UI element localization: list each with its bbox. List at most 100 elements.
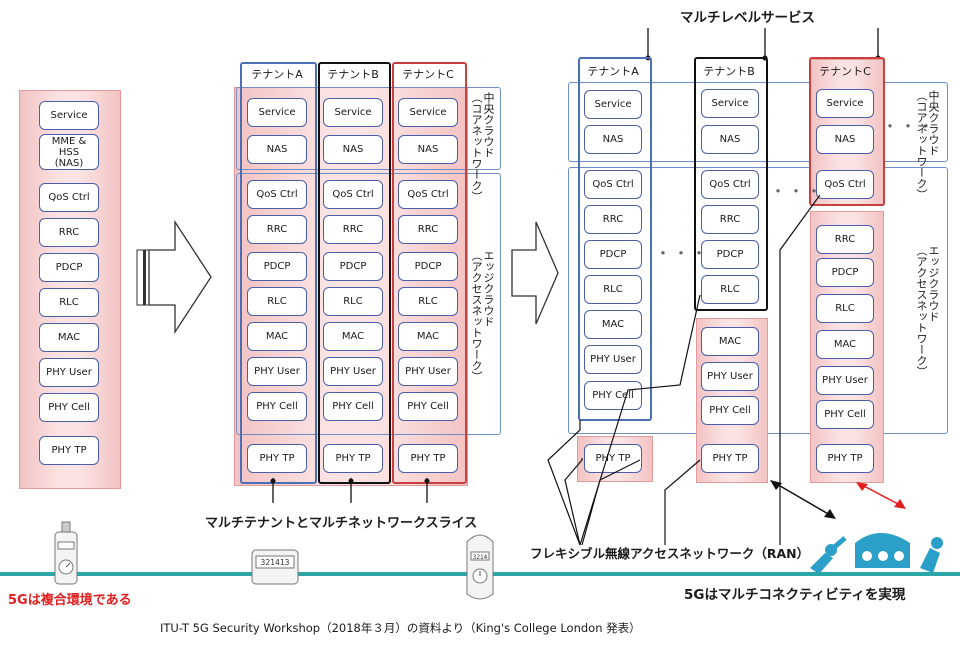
ellipsis-3: ・・・ [882,117,937,136]
middle-tenant-c-label: テナントC [395,64,461,84]
right-tenant-a-layer-box: RLC [584,275,642,304]
left-layer-box: MME & HSS (NAS) [39,134,99,170]
right-tenant-c-layer-box: PHY User [816,366,874,395]
middle-tenant-c-layer-box: PDCP [398,252,458,281]
middle-tenant-a-layer-box: QoS Ctrl [247,180,307,209]
right-tenant-b-layer-box: QoS Ctrl [701,170,759,199]
right-tenant-b-layer-box: RRC [701,205,759,234]
middle-tenant-c-layer-box: Service [398,98,458,127]
left-layer-box: QoS Ctrl [39,183,99,212]
middle-tenant-c-layer-box: RLC [398,287,458,316]
middle-tenant-a-layer-box: MAC [247,322,307,351]
left-note: 5Gは複合環境である [8,593,132,608]
middle-tenant-c-layer-box: MAC [398,322,458,351]
meter-box-label: 321413 [261,558,290,567]
ellipsis-2: ・・・ [770,182,825,201]
middle-central-cloud-label: 中央クラウド （コアネットワーク） [470,92,495,202]
right-tenant-c-layer-box: MAC [816,330,874,359]
right-tenant-a-layer-box: NAS [584,125,642,154]
middle-tenant-b-layer-box: PDCP [323,252,383,281]
middle-tenant-c-layer-box: RRC [398,215,458,244]
right-tenant-a-layer-box: MAC [584,310,642,339]
middle-tenant-a-layer-box: NAS [247,135,307,164]
middle-tenant-b-layer-box: RLC [323,287,383,316]
middle-tenant-c-layer-box: PHY TP [398,444,458,473]
source-note: ITU-T 5G Security Workshop（2018年３月）の資料より… [160,621,641,635]
middle-tenant-c-layer-box: NAS [398,135,458,164]
middle-tenant-a-layer-box: PDCP [247,252,307,281]
middle-tenant-b-layer-box: RRC [323,215,383,244]
left-layer-box: MAC [39,323,99,352]
right-edge-cloud-label: エッジクラウド （アクセスネットワーク） [915,245,940,377]
right-tenant-c-layer-box: PDCP [816,258,874,287]
right-tenant-c-label: テナントC [819,65,871,78]
ran-connectors [547,194,820,546]
middle-tenant-b-label: テナントB [321,64,385,84]
right-tenant-b-layer-box: PHY TP [701,444,759,473]
right-tenant-a-outline [578,57,652,421]
middle-tenant-c-layer-box: PHY User [398,357,458,386]
right-tenant-b-layer-box: PDCP [701,240,759,269]
right-tenant-b-layer-box: Service [701,89,759,118]
left-layer-box: PHY Cell [39,393,99,422]
right-tenant-c-layer-box: PHY TP [816,444,874,473]
right-note: 5Gはマルチコネクティビティを実現 [684,587,906,603]
right-tenant-b-layer-box: PHY User [701,362,759,391]
right-tenant-b-layer-box: RLC [701,275,759,304]
middle-tenant-b-layer-box: PHY Cell [323,392,383,421]
meter-round-icon: 3214 [466,534,494,600]
right-tenant-c-layer-box: PHY Cell [816,400,874,429]
middle-tenant-b-outline [318,62,391,484]
middle-tenant-b-layer-box: MAC [323,322,383,351]
right-tenant-c-outline [809,57,885,206]
right-tenant-c-layer-box: Service [816,89,874,118]
middle-tenant-a-layer-box: RRC [247,215,307,244]
right-arrow-2 [511,221,559,325]
middle-tenant-c-layer-box: QoS Ctrl [398,180,458,209]
right-tenant-c-layer-box: RLC [816,294,874,323]
ran-arrows [770,480,906,519]
middle-caption: マルチテナントとマルチネットワークスライス [205,516,478,531]
middle-tenant-a-label: テナントA [243,64,311,84]
right-tenant-a-layer-box: Service [584,90,642,119]
middle-tenant-c-outline [392,62,467,484]
right-tenant-b-layer-box: MAC [701,327,759,356]
middle-tenant-b-layer-box: QoS Ctrl [323,180,383,209]
right-tenant-a-layer-box: PHY Cell [584,381,642,410]
left-layer-box: PHY User [39,358,99,387]
middle-tenant-a-layer-box: RLC [247,287,307,316]
ran-caption: フレキシブル無線アクセスネットワーク（RAN） [530,546,810,561]
right-tenant-a-layer-box: RRC [584,205,642,234]
right-tenant-a-layer-box: PHY TP [584,444,642,473]
middle-tenant-a-outline [240,62,317,484]
middle-tenant-a-layer-box: Service [247,98,307,127]
middle-tenant-b-layer-box: NAS [323,135,383,164]
middle-central-cloud [236,87,501,170]
robot-arm-icon [810,533,943,574]
right-tenant-a-layer-box: PHY User [584,345,642,374]
right-tenant-b-outline [694,57,768,311]
middle-tenant-b-layer-box: Service [323,98,383,127]
middle-tenant-a-layer-box: PHY TP [247,444,307,473]
left-layer-box: RRC [39,218,99,247]
right-tenant-a-layer-box: QoS Ctrl [584,170,642,199]
middle-tenant-a-layer-box: PHY User [247,357,307,386]
meter-icon [54,521,78,585]
right-tenant-c-layer-box: RRC [816,225,874,254]
middle-tenant-c-layer-box: PHY Cell [398,392,458,421]
middle-tenant-b-layer-box: PHY User [323,357,383,386]
right-tenant-a-label: テナントA [581,61,645,81]
right-tenant-b-layer-box: PHY Cell [701,396,759,425]
middle-tenant-b-layer-box: PHY TP [323,444,383,473]
right-central-cloud [568,82,948,162]
meter-box-icon: 321413 [251,549,299,585]
ellipsis-1: ・・・ [655,244,710,263]
right-tenant-a-layer-box: PDCP [584,240,642,269]
right-tenant-c-layer-box: NAS [816,125,874,154]
right-arrow-1 [136,220,212,335]
right-tenant-c-layer-box: QoS Ctrl [816,170,874,199]
middle-connectors [270,478,430,503]
right-central-cloud-label: 中央クラウド （コアネットワーク） [915,90,940,200]
middle-tenant-a-layer-box: PHY Cell [247,392,307,421]
right-tenant-b-layer-box: NAS [701,125,759,154]
